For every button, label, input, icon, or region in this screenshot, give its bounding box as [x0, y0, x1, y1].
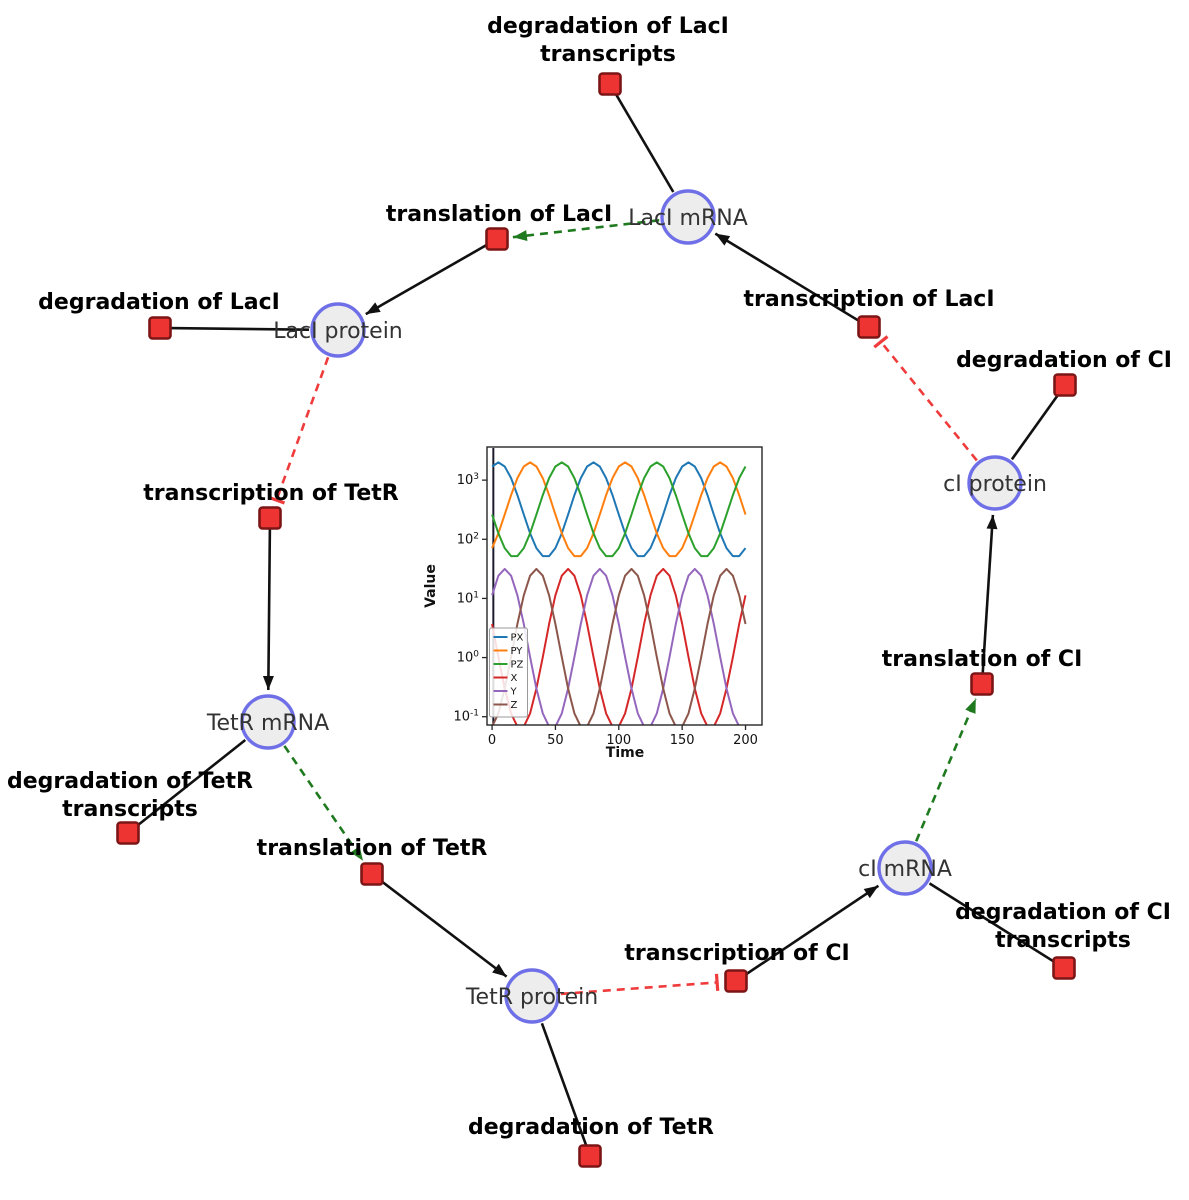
chart-series-PX — [491, 461, 747, 558]
species-label-laci-protein: LacI protein — [273, 319, 403, 344]
reaction-label-deg-laci-tx: degradation of LacI — [487, 14, 729, 39]
species-node-ci-protein — [967, 455, 1023, 511]
labels-layer: degradation of LacI transcripts translatio… — [7, 14, 1172, 1140]
edge-production-transl-laci-to-laci-protein — [365, 242, 490, 316]
species-node-laci-mrna — [660, 189, 716, 245]
nodes-layer — [116, 72, 1077, 1168]
x-tick-label: 0 — [488, 733, 496, 748]
reaction-node-deg-laci — [148, 316, 172, 340]
reaction-label-deg-laci: degradation of LacI — [38, 290, 280, 315]
chart-series-Y — [491, 567, 740, 725]
reaction-node-transc-ci — [724, 969, 748, 993]
chart-legend: PX PY PZ XYZ — [489, 627, 528, 718]
x-tick-label: 150 — [670, 733, 695, 748]
reaction-node-deg-tetr-tx — [116, 821, 140, 845]
edge-consumption-laci-mrna-to-deg-laci-tx — [612, 90, 675, 193]
reaction-node-transl-tetr — [360, 862, 384, 886]
chart-series-Z — [491, 567, 747, 725]
x-tick-label: 50 — [547, 733, 564, 748]
species-label-ci-mrna: cI mRNA — [858, 857, 952, 882]
chart-frame — [486, 446, 763, 726]
reaction-node-transl-ci — [970, 672, 994, 696]
legend-label-Z: Z — [511, 700, 518, 711]
edges-layer — [133, 90, 1062, 1149]
reaction-node-deg-tetr — [578, 1144, 602, 1168]
legend-label-PY: PY — [511, 646, 524, 657]
reaction-node-deg-laci-tx — [598, 72, 622, 96]
edge-modifier-tetr-mrna-to-transl-tetr — [283, 745, 365, 862]
species-node-tetr-protein — [504, 968, 560, 1024]
chart-series-PY — [491, 461, 747, 558]
reaction-node-deg-ci-tx — [1052, 956, 1076, 980]
legend-label-PZ: PZ — [511, 660, 524, 671]
edge-consumption-tetr-mrna-to-deg-tetr-tx — [133, 738, 247, 830]
reaction-label-deg-tetr-tx: transcripts — [62, 797, 198, 822]
x-tick-label: 200 — [733, 733, 758, 748]
edge-modifier-ci-mrna-to-transl-ci — [915, 698, 977, 842]
chart-plot-background — [487, 447, 762, 725]
reaction-label-deg-tetr: degradation of TetR — [468, 1115, 714, 1140]
reaction-label-transc-tetr: transcription of TetR — [143, 481, 399, 506]
reaction-node-transl-laci — [485, 227, 509, 251]
edge-consumption-tetr-protein-to-deg-tetr — [540, 1022, 589, 1149]
reaction-label-transc-ci: transcription of CI — [624, 941, 849, 966]
y-tick-label: 102 — [457, 531, 479, 547]
reaction-label-deg-ci-tx: degradation of CI — [955, 900, 1171, 925]
legend-label-PX: PX — [511, 633, 524, 644]
y-tick-label: 10-1 — [453, 709, 479, 725]
reaction-label-deg-tetr-tx: degradation of TetR — [7, 769, 253, 794]
edge-production-transc-tetr-to-tetr-mrna — [262, 526, 274, 691]
chart-y-axis: 10-1 100 101 102 103 — [453, 472, 487, 725]
species-label-laci-mrna: LacI mRNA — [628, 206, 748, 231]
edge-production-transc-laci-to-laci-mrna — [714, 232, 862, 324]
edge-modifier-laci-mrna-to-transl-laci — [512, 219, 660, 242]
edge-inhibition-laci-protein-to-transc-tetr — [267, 356, 330, 505]
legend-label-X: X — [511, 673, 518, 684]
chart-series-X — [491, 567, 747, 725]
edge-consumption-ci-mrna-to-deg-ci-tx — [928, 882, 1058, 965]
reaction-label-transl-laci: translation of LacI — [386, 202, 612, 227]
inset-chart-body: 10-1 100 101 102 103 0 50 100 150 200 PX PY PZ XYZ — [453, 446, 763, 748]
chart-xlabel: Time — [606, 745, 644, 761]
edge-consumption-laci-protein-to-deg-laci — [167, 326, 310, 331]
chart-series-PZ — [491, 461, 747, 558]
species-label-ci-protein: cI protein — [943, 472, 1047, 497]
species-node-laci-protein — [310, 302, 366, 358]
reaction-node-transc-laci — [857, 315, 881, 339]
reaction-label-deg-ci: degradation of CI — [956, 348, 1172, 373]
edge-inhibition-ci-protein-to-transc-laci — [873, 335, 978, 462]
chart-ylabel: Value — [423, 564, 439, 608]
reaction-label-transl-tetr: translation of TetR — [257, 836, 488, 861]
reaction-label-deg-laci-tx: transcripts — [540, 42, 676, 67]
species-label-tetr-protein: TetR protein — [465, 985, 598, 1010]
species-node-tetr-mrna — [240, 694, 296, 750]
legend-label-Y: Y — [510, 687, 518, 698]
reaction-node-transc-tetr — [258, 506, 282, 530]
x-tick-label: 100 — [606, 733, 631, 748]
reaction-label-transc-laci: transcription of LacI — [743, 287, 994, 312]
y-tick-label: 103 — [457, 472, 479, 488]
inset-chart: 10-1 100 101 102 103 0 50 100 150 200 PX PY PZ XYZ Ti… — [423, 446, 763, 761]
species-node-ci-mrna — [877, 840, 933, 896]
reaction-node-deg-ci — [1053, 373, 1077, 397]
species-label-tetr-mrna: TetR mRNA — [206, 711, 329, 736]
edge-consumption-ci-protein-to-deg-ci — [1010, 390, 1062, 461]
reaction-label-transl-ci: translation of CI — [882, 647, 1083, 672]
y-tick-label: 100 — [457, 650, 480, 666]
edge-production-transl-tetr-to-tetr-protein — [378, 878, 508, 978]
y-tick-label: 101 — [457, 590, 479, 606]
chart-x-axis: 0 50 100 150 200 — [488, 725, 758, 748]
reaction-label-deg-ci-tx: transcripts — [995, 928, 1131, 953]
edge-production-transc-ci-to-ci-mrna — [742, 884, 880, 978]
edge-production-transl-ci-to-ci-protein — [981, 514, 998, 676]
edge-inhibition-tetr-protein-to-transc-ci — [560, 973, 720, 996]
